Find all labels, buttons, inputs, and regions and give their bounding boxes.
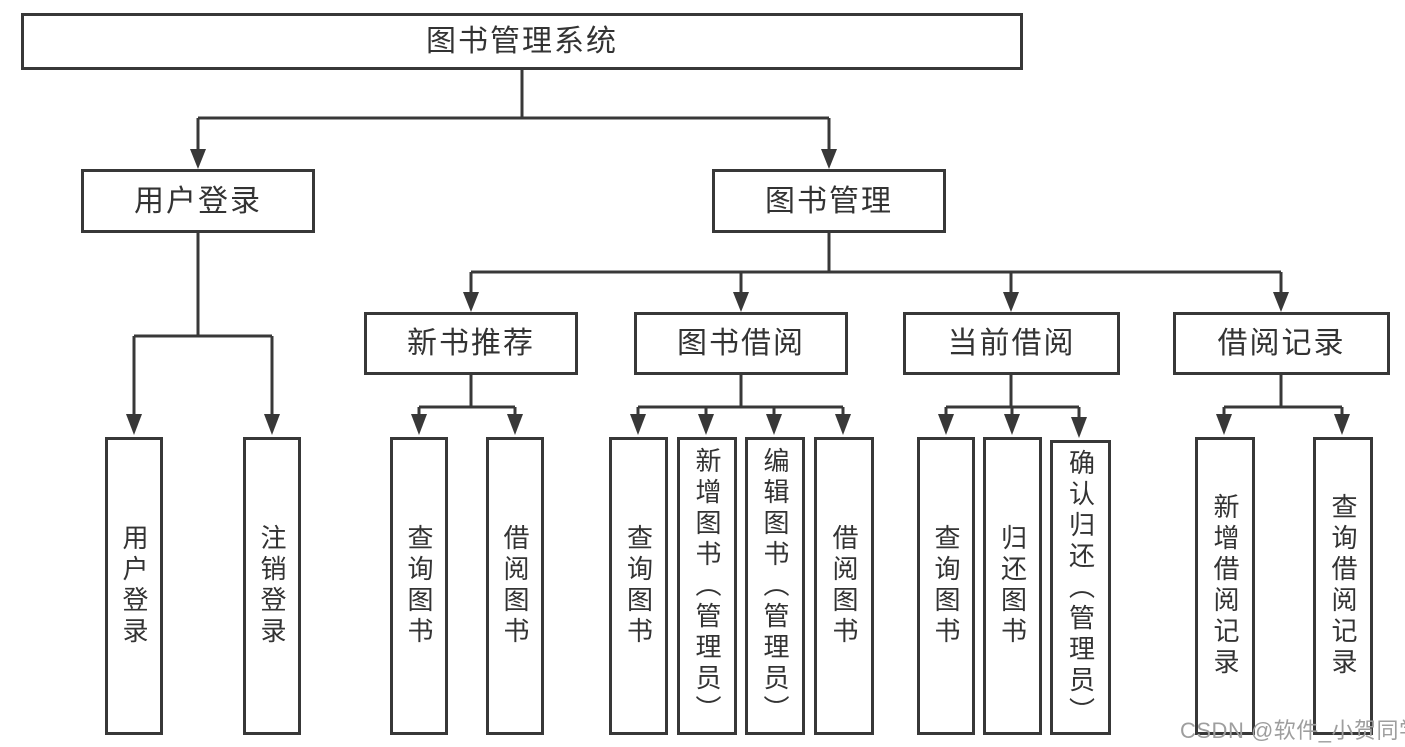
node-book-management: 图书管理 xyxy=(712,169,946,233)
leaf-bb-edit-book-admin: 编辑图书（管理员） xyxy=(745,437,805,735)
leaf-br-query-record: 查询借阅记录 xyxy=(1313,437,1373,735)
node-current-borrowing: 当前借阅 xyxy=(903,312,1120,375)
leaf-cb-confirm-return-admin: 确认归还（管理员） xyxy=(1050,440,1111,735)
node-book-borrowing: 图书借阅 xyxy=(634,312,848,375)
node-new-book-recommend: 新书推荐 xyxy=(364,312,578,375)
leaf-bb-borrow-book: 借阅图书 xyxy=(814,437,874,735)
leaf-bb-query-book: 查询图书 xyxy=(609,437,668,735)
leaf-user-login: 用户登录 xyxy=(105,437,163,735)
leaf-bb-add-book-admin: 新增图书（管理员） xyxy=(677,437,737,735)
arrowheads xyxy=(126,149,1350,438)
csdn-watermark: CSDN @软件_小贺同学 xyxy=(1180,718,1405,743)
leaf-cb-query-book: 查询图书 xyxy=(917,437,975,735)
node-borrow-records: 借阅记录 xyxy=(1173,312,1390,375)
leaf-rec-borrow-book: 借阅图书 xyxy=(486,437,544,735)
leaf-cb-return-book: 归还图书 xyxy=(983,437,1042,735)
leaf-rec-query-book: 查询图书 xyxy=(390,437,448,735)
node-user-login: 用户登录 xyxy=(81,169,315,233)
leaf-logout: 注销登录 xyxy=(243,437,301,735)
node-root: 图书管理系统 xyxy=(21,13,1023,70)
leaf-br-add-record: 新增借阅记录 xyxy=(1195,437,1255,735)
